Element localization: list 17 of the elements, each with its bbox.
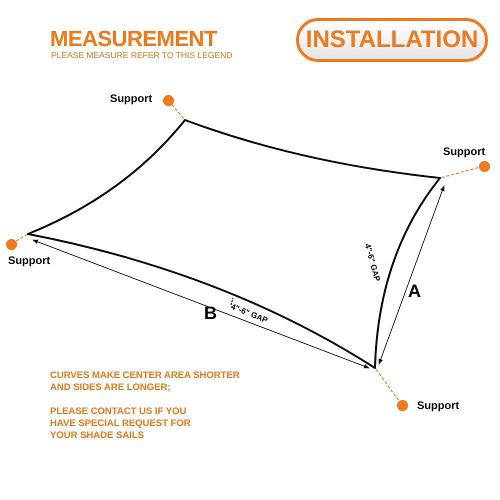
heading: MEASUREMENT (50, 26, 217, 52)
leader-line (16, 234, 28, 242)
leader-line (440, 167, 479, 178)
support-label: Support (417, 400, 460, 412)
dimension-label: A (408, 281, 421, 302)
support-label: Support (443, 146, 486, 158)
gap-label: 4"-6" GAP (230, 302, 269, 325)
leader-line (171, 104, 186, 120)
leader-line (374, 368, 399, 401)
pill-badge: INSTALLATION (296, 18, 488, 62)
note-text: PLEASE CONTACT US IF YOU HAVE SPECIAL REQUEST FOR YOUR SHADE SAILS (50, 406, 192, 442)
support-label: Support (8, 255, 50, 267)
dimension-label: B (204, 303, 217, 324)
gap-label: 4"-6" GAP (363, 242, 382, 282)
subheading: PLEASE MEASURE REFER TO THIS LEGEND (51, 50, 232, 60)
support-label: Support (110, 93, 152, 105)
note-text: CURVES MAKE CENTER AREA SHORTER AND SIDES ARE LONGER; (50, 370, 241, 394)
